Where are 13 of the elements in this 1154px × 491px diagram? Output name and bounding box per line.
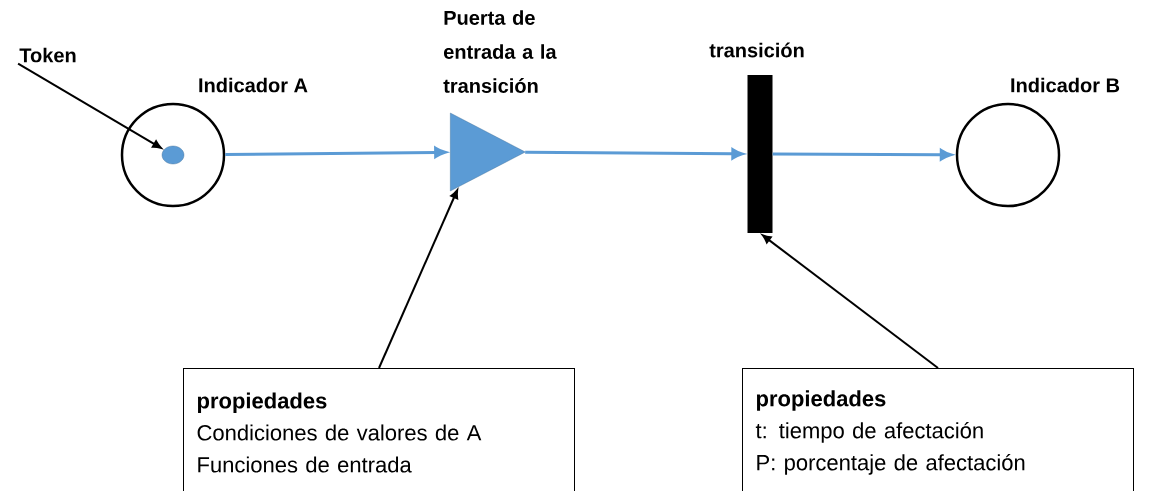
place-label: Indicador B xyxy=(1011,77,1120,93)
transition-label: transición xyxy=(709,42,804,58)
arrow xyxy=(525,148,744,160)
properties-box: propiedades t: tiempo de afectación P: porcentaje de afectación xyxy=(742,368,1134,491)
token-dot xyxy=(161,145,185,165)
arrow xyxy=(225,146,447,159)
arrow xyxy=(17,62,162,149)
arrow xyxy=(378,189,459,369)
properties-box: propiedades Condiciones de valores de A Funciones de entrada xyxy=(183,368,575,491)
arrow xyxy=(762,234,939,369)
place-label: Indicador A xyxy=(199,77,308,93)
token-label: Token xyxy=(19,47,76,63)
gate-label: Puerta de entrada a la transición xyxy=(443,10,557,93)
